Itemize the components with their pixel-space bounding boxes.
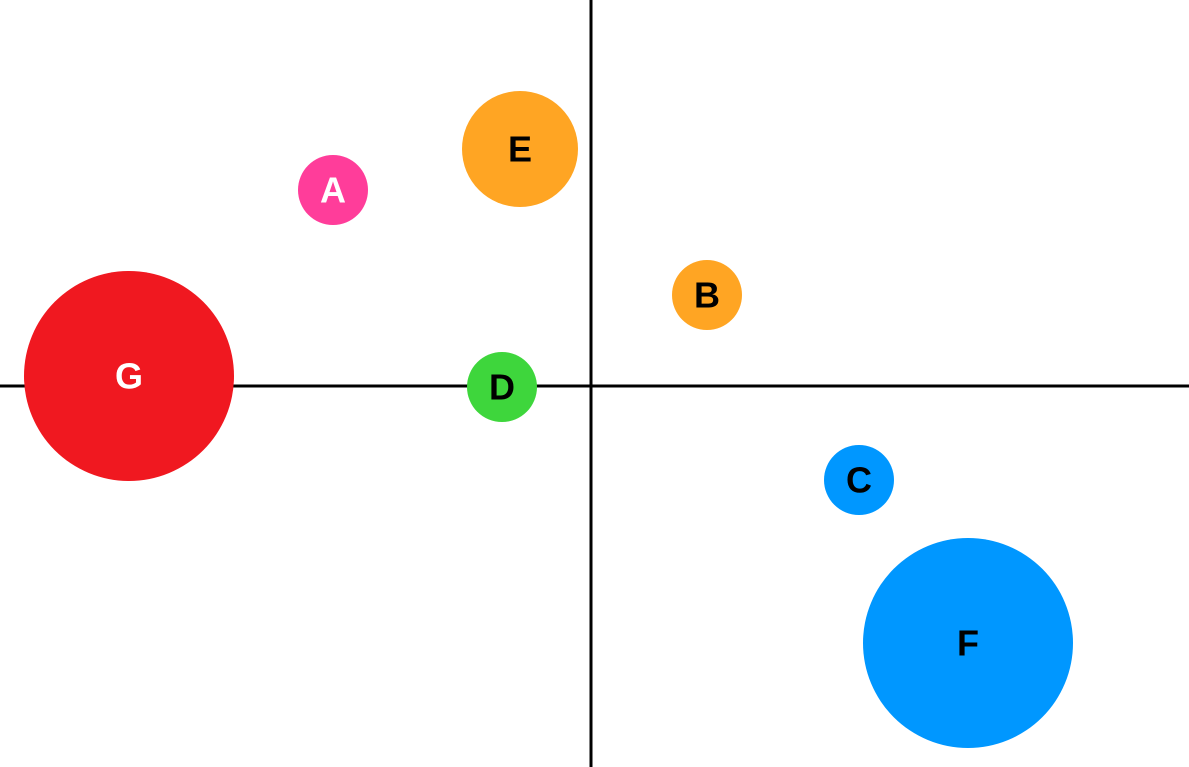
nodes-layer: A B C D E F G	[24, 91, 1073, 748]
node-circle-d	[467, 352, 537, 422]
node-e: E	[462, 91, 578, 207]
node-label-a: A	[320, 170, 346, 211]
node-b: B	[672, 260, 742, 330]
node-label-b: B	[694, 275, 720, 316]
node-label-c: C	[846, 460, 872, 501]
node-circle-b	[672, 260, 742, 330]
node-circle-f	[863, 538, 1073, 748]
node-label-e: E	[508, 129, 532, 170]
node-label-d: D	[489, 367, 515, 408]
node-g: G	[24, 271, 234, 481]
node-f: F	[863, 538, 1073, 748]
node-a: A	[298, 155, 368, 225]
node-c: C	[824, 445, 894, 515]
node-circle-g	[24, 271, 234, 481]
node-circle-c	[824, 445, 894, 515]
node-label-f: F	[957, 623, 979, 664]
node-circle-e	[462, 91, 578, 207]
node-label-g: G	[115, 356, 143, 397]
node-d: D	[467, 352, 537, 422]
node-circle-a	[298, 155, 368, 225]
